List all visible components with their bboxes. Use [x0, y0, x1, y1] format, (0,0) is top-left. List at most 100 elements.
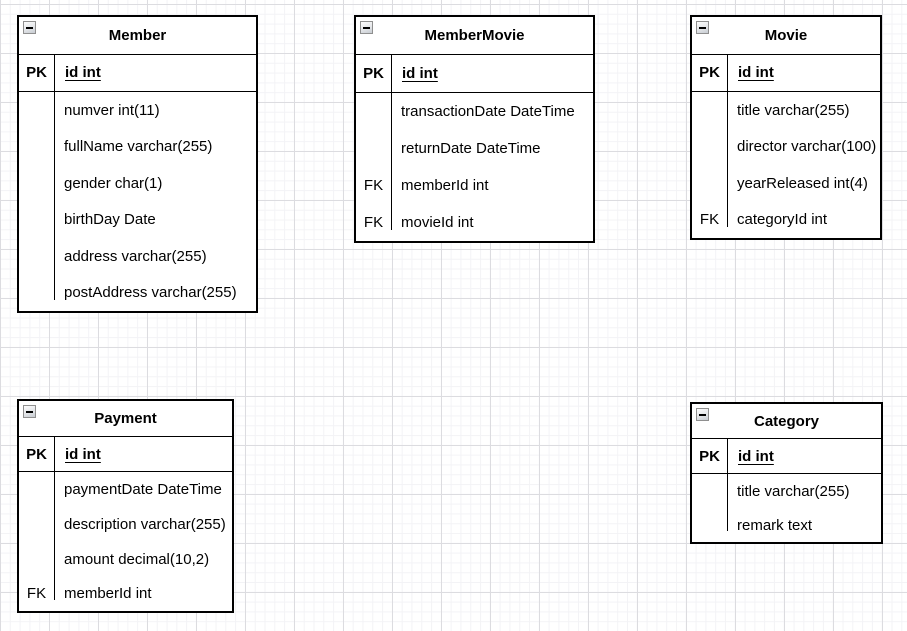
- field-row[interactable]: birthDay Date: [19, 202, 256, 239]
- table-title: Movie: [764, 26, 808, 44]
- table-title: MemberMovie: [424, 27, 525, 44]
- key-cell: [692, 129, 727, 166]
- key-cell: PK: [356, 55, 392, 92]
- key-cell: FK: [699, 211, 720, 229]
- field-row[interactable]: FK movieId int: [356, 204, 593, 241]
- field-row[interactable]: amount decimal(10,2): [19, 542, 232, 577]
- key-cell: PK: [692, 54, 728, 91]
- key-cell: [19, 202, 54, 239]
- field-text: amount decimal(10,2): [64, 550, 210, 568]
- key-cell: [19, 275, 54, 312]
- key-cell: FK: [363, 177, 384, 194]
- key-cell: FK: [26, 585, 47, 603]
- field-text: memberId int: [401, 177, 489, 194]
- field-row[interactable]: numver int(11): [19, 92, 256, 129]
- table-title: Payment: [94, 409, 157, 427]
- field-row[interactable]: fullName varchar(255): [19, 129, 256, 166]
- field-row[interactable]: gender char(1): [19, 165, 256, 202]
- field-text: numver int(11): [64, 101, 160, 119]
- field-row[interactable]: postAddress varchar(255): [19, 275, 256, 312]
- table-header[interactable]: Category: [692, 404, 881, 439]
- field-text: postAddress varchar(255): [64, 284, 237, 302]
- field-row[interactable]: yearReleased int(4): [692, 165, 880, 202]
- field-text: birthDay Date: [64, 211, 156, 229]
- table-header[interactable]: Movie: [692, 17, 880, 55]
- pk-field-text: id int: [738, 447, 774, 465]
- collapse-icon[interactable]: [23, 405, 36, 418]
- field-text: categoryId int: [737, 211, 828, 229]
- field-row[interactable]: transactionDate DateTime: [356, 93, 593, 130]
- minus-glyph: [699, 413, 706, 416]
- collapse-icon[interactable]: [696, 408, 709, 421]
- key-cell: [19, 472, 54, 507]
- collapse-icon[interactable]: [23, 21, 36, 34]
- column-divider: [54, 92, 55, 300]
- key-cell: [692, 165, 727, 202]
- field-row[interactable]: remark text: [692, 508, 881, 542]
- field-row[interactable]: address varchar(255): [19, 238, 256, 275]
- field-text: remark text: [737, 516, 813, 534]
- key-cell: [19, 238, 54, 275]
- pk-row[interactable]: PK id int: [19, 436, 232, 473]
- fields-section: title varchar(255) director varchar(100)…: [692, 92, 880, 238]
- field-row[interactable]: director varchar(100): [692, 129, 880, 166]
- pk-field-text: id int: [65, 64, 101, 82]
- table-title: Member: [108, 26, 167, 44]
- column-divider: [727, 474, 728, 531]
- entity-table-category[interactable]: Category PK id int title varchar(255) re…: [690, 402, 883, 544]
- field-row[interactable]: description varchar(255): [19, 507, 232, 542]
- table-header[interactable]: Member: [19, 17, 256, 55]
- field-text: transactionDate DateTime: [401, 103, 575, 120]
- key-cell: [356, 130, 391, 167]
- pk-row[interactable]: PK id int: [356, 55, 593, 93]
- key-cell: [19, 542, 54, 577]
- entity-table-payment[interactable]: Payment PK id int paymentDate DateTime d…: [17, 399, 234, 613]
- field-text: yearReleased int(4): [737, 174, 868, 192]
- field-row[interactable]: paymentDate DateTime: [19, 472, 232, 507]
- key-cell: FK: [363, 214, 384, 231]
- table-header[interactable]: MemberMovie: [356, 17, 593, 55]
- collapse-icon[interactable]: [696, 21, 709, 34]
- field-row[interactable]: returnDate DateTime: [356, 130, 593, 167]
- field-text: title varchar(255): [737, 482, 850, 500]
- entity-table-membermovie[interactable]: MemberMovie PK id int transactionDate Da…: [354, 15, 595, 243]
- minus-glyph: [26, 410, 33, 413]
- field-row[interactable]: FK memberId int: [356, 167, 593, 204]
- key-cell: [692, 92, 727, 129]
- pk-field-text: id int: [402, 65, 438, 82]
- pk-row[interactable]: PK id int: [692, 54, 880, 92]
- key-cell: [19, 507, 54, 542]
- pk-row[interactable]: PK id int: [692, 439, 881, 474]
- entity-table-member[interactable]: Member PK id int numver int(11) fullName…: [17, 15, 258, 313]
- field-text: fullName varchar(255): [64, 138, 213, 156]
- column-divider: [54, 472, 55, 601]
- entity-table-movie[interactable]: Movie PK id int title varchar(255) direc…: [690, 15, 882, 240]
- fields-section: title varchar(255) remark text: [692, 474, 881, 542]
- key-cell: [19, 165, 54, 202]
- fields-section: paymentDate DateTime description varchar…: [19, 472, 232, 611]
- field-text: memberId int: [64, 585, 152, 603]
- fields-section: numver int(11) fullName varchar(255) gen…: [19, 92, 256, 311]
- key-cell: PK: [692, 439, 728, 473]
- collapse-icon[interactable]: [360, 21, 373, 34]
- pk-field-text: id int: [738, 64, 774, 82]
- pk-row[interactable]: PK id int: [19, 54, 256, 92]
- fields-section: transactionDate DateTime returnDate Date…: [356, 93, 593, 241]
- field-row[interactable]: title varchar(255): [692, 474, 881, 508]
- field-text: description varchar(255): [64, 515, 226, 533]
- field-text: gender char(1): [64, 174, 163, 192]
- column-divider: [727, 92, 728, 227]
- field-text: paymentDate DateTime: [64, 481, 222, 499]
- pk-field-text: id int: [65, 445, 101, 463]
- key-cell: [19, 92, 54, 129]
- key-cell: [692, 508, 727, 542]
- minus-glyph: [363, 26, 370, 29]
- field-row[interactable]: FK memberId int: [19, 576, 232, 611]
- key-cell: [356, 93, 391, 130]
- field-row[interactable]: title varchar(255): [692, 92, 880, 129]
- key-cell: PK: [19, 54, 55, 91]
- field-text: address varchar(255): [64, 247, 207, 265]
- field-row[interactable]: FK categoryId int: [692, 202, 880, 239]
- table-header[interactable]: Payment: [19, 401, 232, 437]
